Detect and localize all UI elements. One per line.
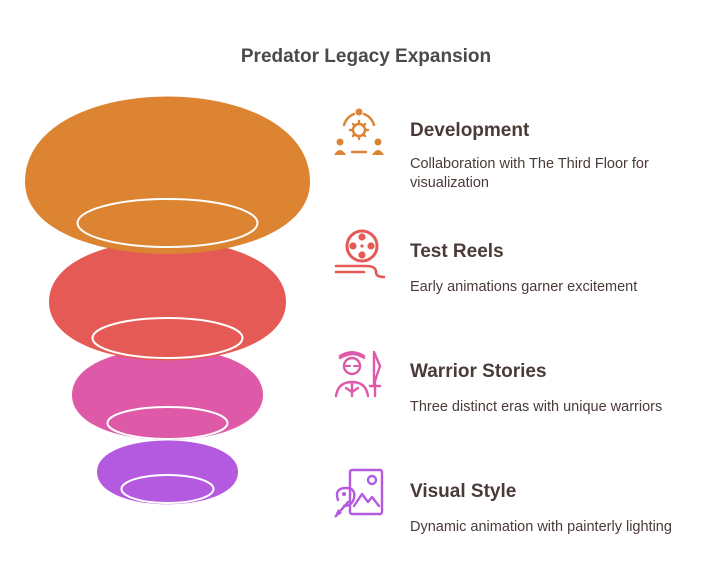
tier-development-inner-ring xyxy=(76,198,259,248)
item-description-visual-style: Dynamic animation with painterly lightin… xyxy=(410,519,672,535)
item-description-warrior-stories: Three distinct eras with unique warriors xyxy=(410,399,663,415)
tier-visual-style-inner-ring xyxy=(120,474,215,504)
tier-test-reels-inner-ring xyxy=(91,317,244,359)
painting-icon xyxy=(334,468,384,518)
item-description-test-reels: Early animations garner excitement xyxy=(410,279,638,295)
funnel-tier-development[interactable] xyxy=(25,96,310,255)
item-title-development: Development xyxy=(410,120,530,141)
item-title-warrior-stories: Warrior Stories xyxy=(410,361,547,382)
funnel-tier-warrior-stories[interactable] xyxy=(72,348,263,441)
item-description-development: Collaboration with The Third Floor for v… xyxy=(410,156,649,191)
funnel-tier-test-reels[interactable] xyxy=(49,240,286,361)
item-title-visual-style: Visual Style xyxy=(410,481,517,502)
page-title: Predator Legacy Expansion xyxy=(240,46,492,67)
funnel-tier-visual-style[interactable] xyxy=(97,440,238,505)
tier-warrior-stories-inner-ring xyxy=(106,406,229,440)
funnel-diagram xyxy=(25,96,310,505)
film-reel-icon xyxy=(334,229,386,279)
team-gear-icon xyxy=(334,108,384,155)
item-title-test-reels: Test Reels xyxy=(410,241,504,262)
warrior-icon xyxy=(334,350,382,398)
